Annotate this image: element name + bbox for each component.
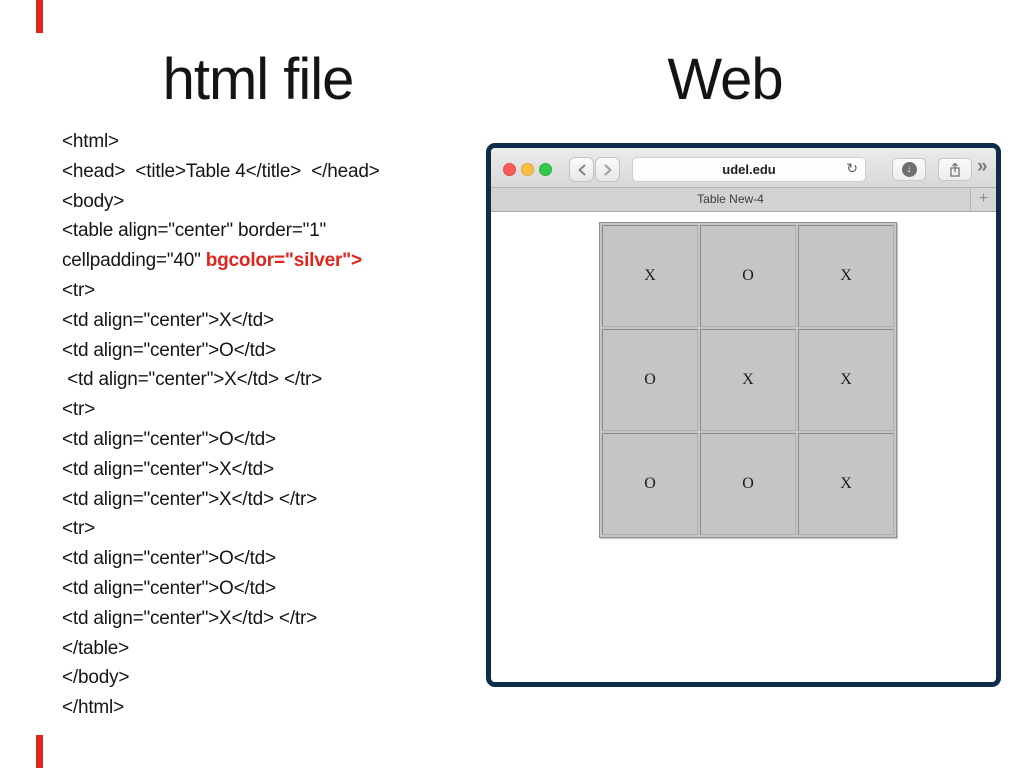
code-line: <td align="center">X</td> </tr> [62,604,380,634]
table-cell: O [602,433,698,535]
browser-tab-bar: Table New-4 + [491,188,996,212]
chevron-right-icon [604,164,611,175]
code-segment: </table> [62,637,130,659]
table-cell: X [602,225,698,327]
reload-icon[interactable]: ↻ [846,161,858,177]
back-button[interactable] [569,157,594,182]
right-column-title: Web [667,47,783,112]
code-line: <head> <title>Table 4</title> </head> [62,157,380,187]
code-line: <tr> [62,395,380,425]
zoom-window-button[interactable] [539,163,552,176]
code-segment: <td align="center">O</td> [62,339,276,361]
code-segment: <tr> [62,399,95,421]
code-line: <body> [62,187,380,217]
left-accent-bar-top [36,0,43,33]
code-segment: <body> [62,190,125,212]
html-source-code: <html> <head> <title>Table 4</title> </he… [62,127,380,723]
table-cell: O [602,329,698,431]
address-bar[interactable]: udel.edu ↻ [632,157,866,182]
code-line: <html> [62,127,380,157]
code-line: <td align="center">X</td> </tr> [62,365,380,395]
new-tab-button[interactable]: + [970,188,996,211]
table-cell: X [798,433,894,535]
code-segment: <tr> [62,518,95,540]
more-tools-button[interactable]: » [977,156,988,177]
left-accent-bar-bottom [36,735,43,768]
code-line: </table> [62,634,380,664]
forward-button[interactable] [595,157,620,182]
code-segment: <tr> [62,279,95,301]
table-cell: O [700,433,796,535]
code-segment: <td align="center">X</td> </tr> [62,369,323,391]
code-line: <td align="center">O</td> [62,544,380,574]
table-cell: X [798,329,894,431]
code-segment: <table align="center" border="1" [62,220,327,242]
code-segment: <head> <title>Table 4</title> </head> [62,160,380,182]
code-line: <td align="center">O</td> [62,336,380,366]
close-window-button[interactable] [503,163,516,176]
code-segment: </body> [62,667,130,689]
table-cell: X [798,225,894,327]
code-segment: <td align="center">O</td> [62,428,276,450]
code-segment: cellpadding="40" [62,250,206,272]
code-segment: <td align="center">O</td> [62,548,276,570]
table-cell: X [700,329,796,431]
code-line: <tr> [62,276,380,306]
minimize-window-button[interactable] [521,163,534,176]
code-line: cellpadding="40" bgcolor="silver"> [62,246,380,276]
downloads-button[interactable]: ↓ [892,158,926,181]
address-url: udel.edu [722,162,776,177]
active-tab[interactable]: Table New-4 [697,192,764,206]
code-segment: <td align="center">X</td> </tr> [62,607,317,629]
download-icon: ↓ [901,162,917,177]
chevron-left-icon [578,164,585,175]
code-line: </html> [62,693,380,723]
code-line: <td align="center">O</td> [62,425,380,455]
share-icon [950,162,960,177]
code-segment: <td align="center">X</td> [62,309,274,331]
share-button[interactable] [938,158,972,181]
table-cell: O [700,225,796,327]
code-line: <td align="center">O</td> [62,574,380,604]
code-line: <td align="center">X</td> </tr> [62,485,380,515]
browser-toolbar: udel.edu ↻ ↓ » [491,148,996,188]
code-segment: <td align="center">X</td> </tr> [62,488,317,510]
code-segment: <td align="center">O</td> [62,577,276,599]
code-line: <td align="center">X</td> [62,306,380,336]
left-column-title: html file [162,47,355,112]
code-highlighted-segment: bgcolor="silver"> [205,250,362,272]
code-segment: </html> [62,697,124,719]
code-line: <tr> [62,514,380,544]
code-line: <table align="center" border="1" [62,216,380,246]
code-segment: <html> [62,131,119,152]
code-line: <td align="center">X</td> [62,455,380,485]
code-segment: <td align="center">X</td> [62,458,274,480]
code-line: </body> [62,663,380,693]
